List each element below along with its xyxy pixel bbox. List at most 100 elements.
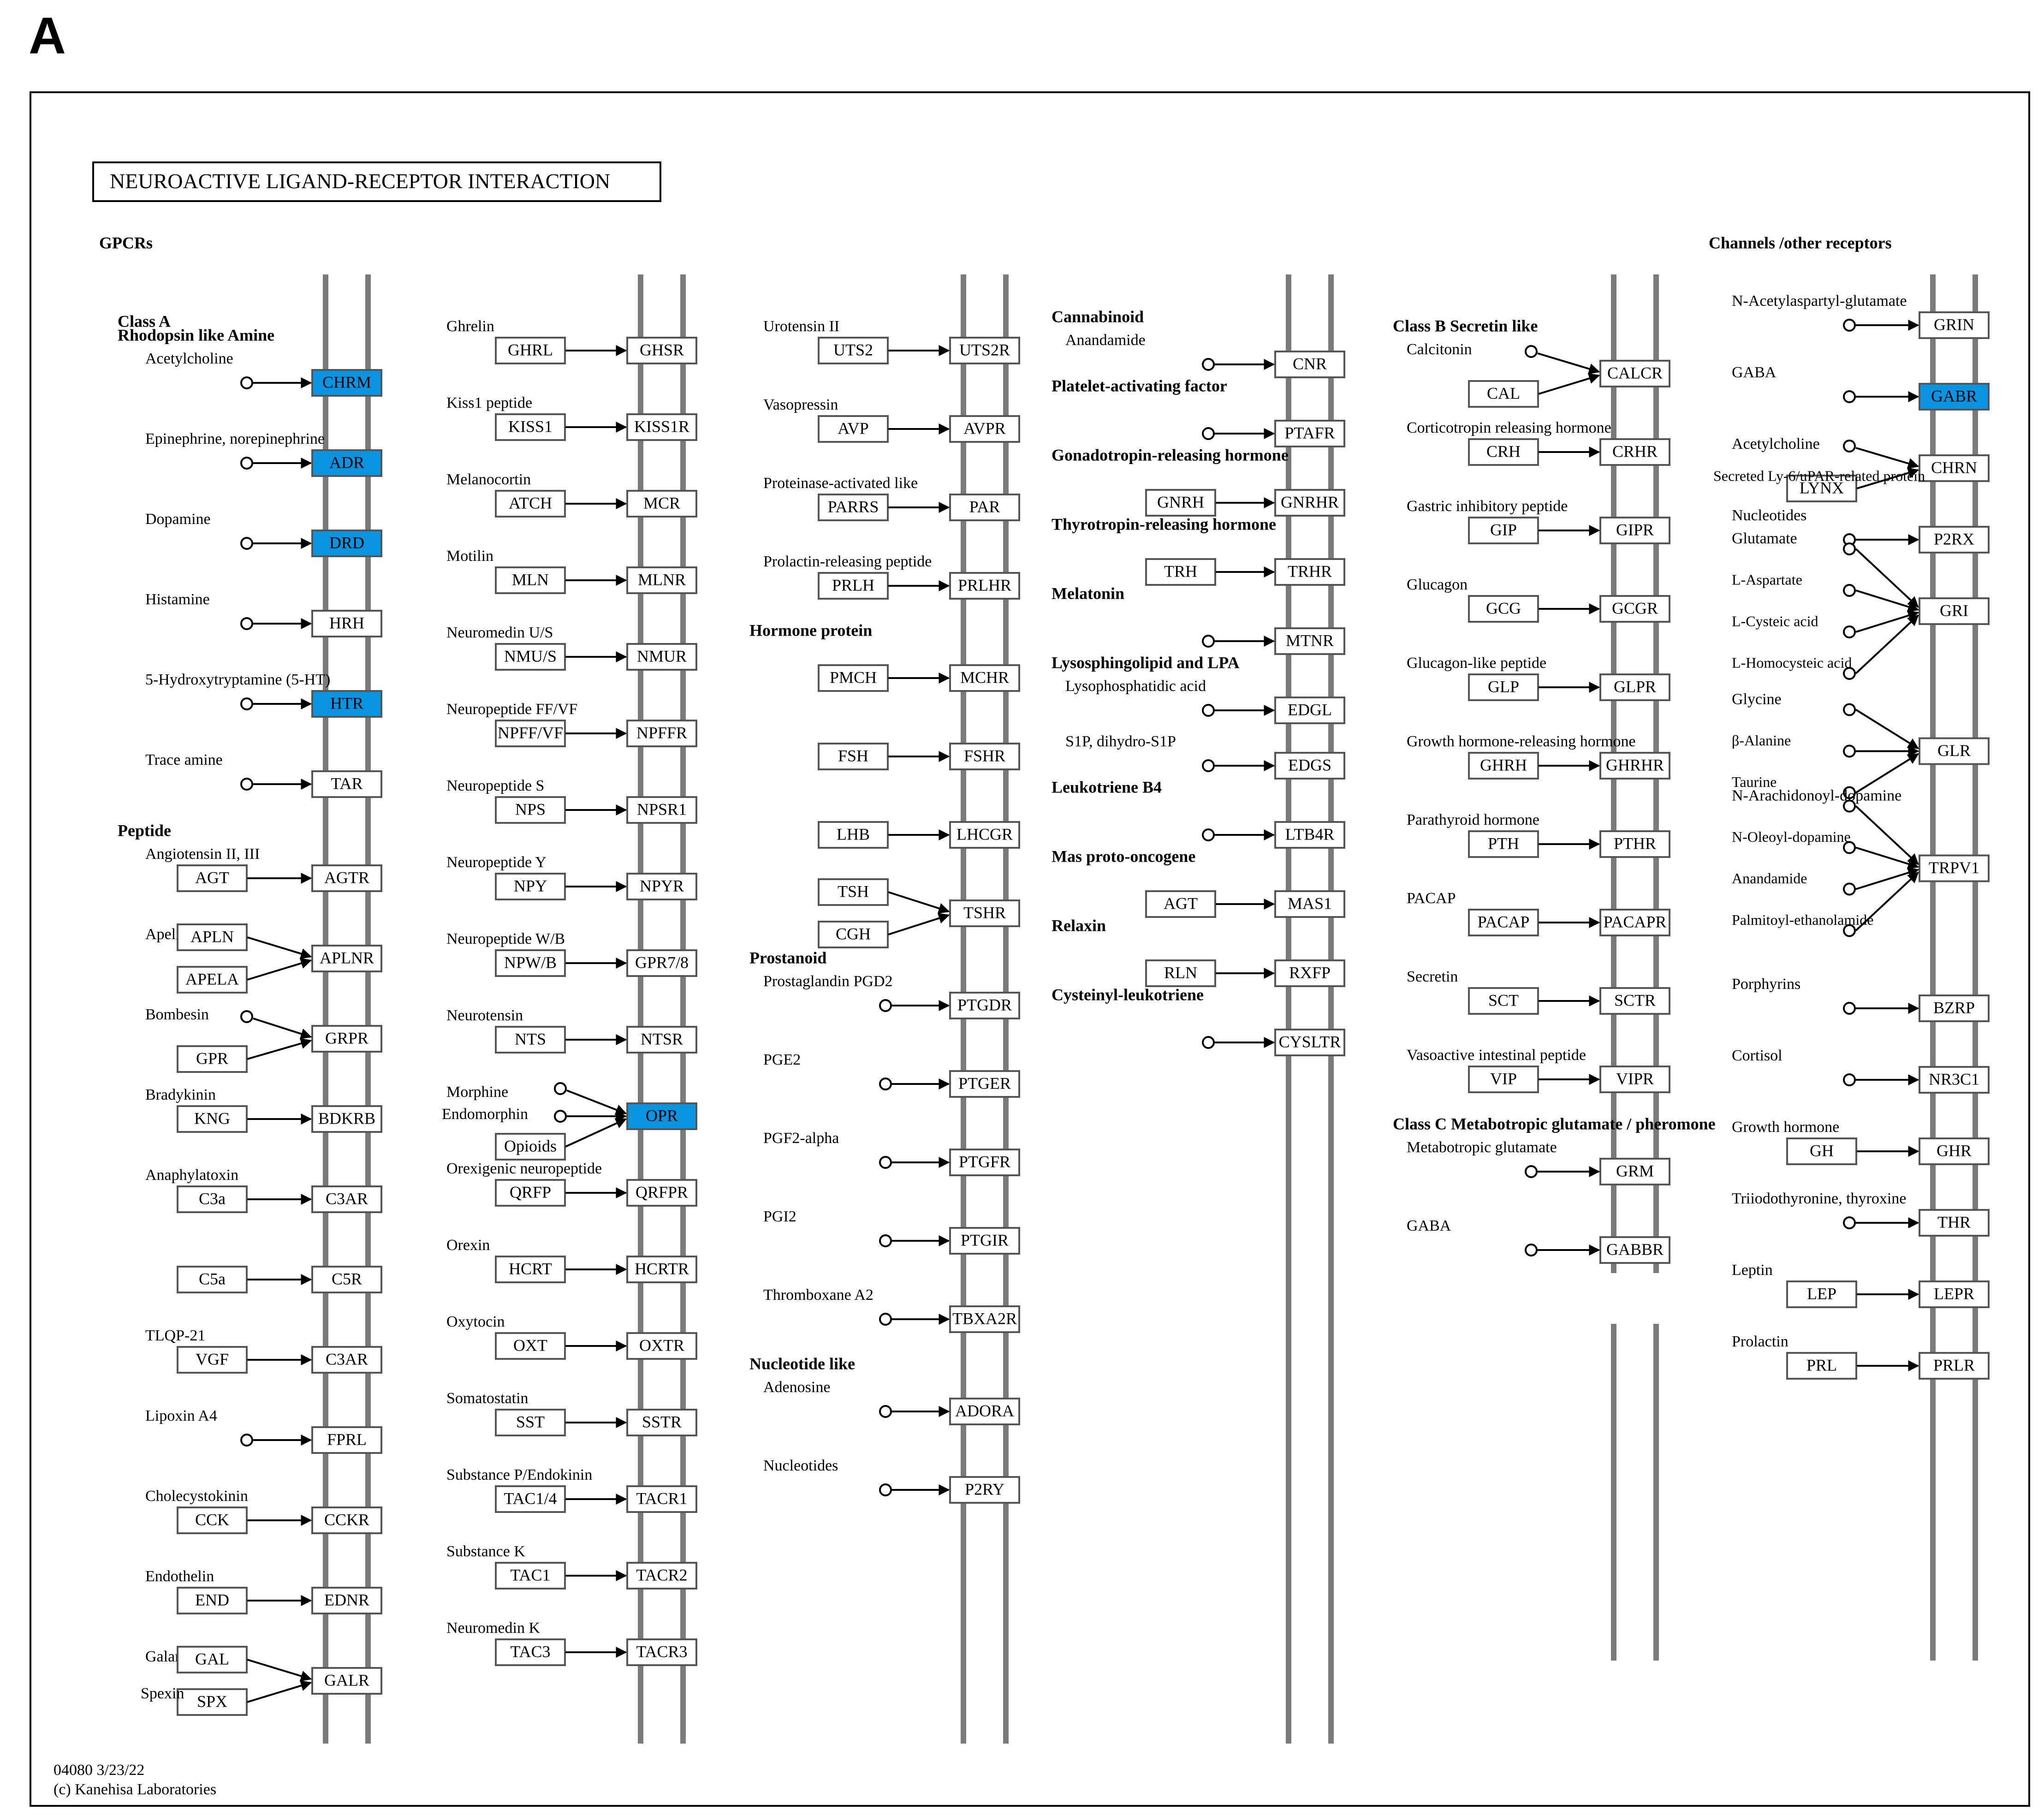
receptor-box[interactable]: MLNR [626,566,697,594]
compound-node[interactable] [1202,358,1215,371]
receptor-box[interactable]: GABR [1919,383,1990,411]
receptor-box[interactable]: BDKRB [311,1105,382,1133]
ligand-gene-box[interactable]: GIP [1468,517,1539,544]
receptor-box[interactable]: C3AR [311,1346,382,1374]
ligand-gene-box[interactable]: GHRL [495,337,566,364]
compound-node[interactable] [240,778,253,791]
receptor-box[interactable]: EDGL [1274,697,1345,724]
ligand-gene-box[interactable]: VIP [1468,1066,1539,1093]
ligand-gene-box[interactable]: GCG [1468,595,1539,623]
receptor-box[interactable]: GCGR [1599,595,1670,623]
receptor-box[interactable]: QRFPR [626,1179,697,1207]
receptor-box[interactable]: NPFFR [626,720,697,747]
receptor-box[interactable]: PAR [949,494,1020,521]
compound-node[interactable] [1843,841,1856,854]
receptor-box[interactable]: GPR7/8 [626,949,697,977]
compound-node[interactable] [1843,924,1856,937]
receptor-box[interactable]: VIPR [1599,1066,1670,1093]
receptor-box[interactable]: PTHR [1599,830,1670,858]
receptor-box[interactable]: P2RX [1919,526,1990,554]
compound-node[interactable] [1843,1216,1856,1229]
receptor-box[interactable]: KISS1R [626,413,697,441]
compound-node[interactable] [1525,1165,1538,1178]
receptor-box[interactable]: GRPR [311,1025,382,1053]
ligand-gene-box[interactable]: AVP [818,415,889,443]
ligand-gene-box[interactable]: LYNX [1786,475,1857,502]
receptor-box[interactable]: CRHR [1599,438,1670,466]
ligand-gene-box[interactable]: NPY [495,873,566,900]
compound-node[interactable] [1843,799,1856,813]
ligand-gene-box[interactable]: PTH [1468,830,1539,858]
ligand-gene-box[interactable]: Opioids [495,1133,566,1161]
compound-node[interactable] [554,1110,567,1123]
receptor-box[interactable]: TRHR [1274,558,1345,586]
ligand-gene-box[interactable]: PACAP [1468,909,1539,936]
receptor-box[interactable]: PACAPR [1599,909,1670,936]
ligand-gene-box[interactable]: PRLH [818,572,889,600]
receptor-box[interactable]: PRLHR [949,572,1020,600]
compound-node[interactable] [240,376,253,389]
compound-node[interactable] [240,537,253,550]
compound-node[interactable] [1843,390,1856,403]
compound-node[interactable] [240,1010,253,1023]
receptor-box[interactable]: EDNR [311,1587,382,1614]
receptor-box[interactable]: NMUR [626,643,697,671]
ligand-gene-box[interactable]: CRH [1468,438,1539,466]
receptor-box[interactable]: CALCR [1599,360,1670,387]
ligand-gene-box[interactable]: LEP [1786,1280,1857,1308]
ligand-gene-box[interactable]: NTS [495,1026,566,1054]
ligand-gene-box[interactable]: TRH [1145,558,1216,586]
compound-node[interactable] [1843,440,1856,453]
receptor-box[interactable]: MTNR [1274,627,1345,655]
receptor-box[interactable]: TACR3 [626,1638,697,1666]
ligand-gene-box[interactable]: SST [495,1409,566,1436]
ligand-gene-box[interactable]: CAL [1468,380,1539,408]
receptor-box[interactable]: THR [1919,1209,1990,1237]
ligand-gene-box[interactable]: NMU/S [495,643,566,671]
compound-node[interactable] [240,1434,253,1447]
compound-node[interactable] [1843,786,1856,799]
ligand-gene-box[interactable]: PMCH [818,664,889,692]
compound-node[interactable] [1202,704,1215,717]
compound-node[interactable] [879,1405,892,1418]
ligand-gene-box[interactable]: C5a [177,1266,248,1293]
receptor-box[interactable]: FPRL [311,1426,382,1454]
compound-node[interactable] [1843,625,1856,638]
receptor-box[interactable]: TRPV1 [1919,854,1990,882]
receptor-box[interactable]: APLNR [311,945,382,972]
ligand-gene-box[interactable]: KISS1 [495,413,566,441]
receptor-box[interactable]: LEPR [1919,1280,1990,1308]
receptor-box[interactable]: CHRM [311,369,382,397]
receptor-box[interactable]: FSHR [949,743,1020,770]
ligand-gene-box[interactable]: GHRH [1468,752,1539,780]
receptor-box[interactable]: MCHR [949,664,1020,692]
receptor-box[interactable]: CYSLTR [1274,1029,1345,1056]
receptor-box[interactable]: BZRP [1919,994,1990,1022]
ligand-gene-box[interactable]: FSH [818,743,889,770]
receptor-box[interactable]: GALR [311,1667,382,1695]
ligand-gene-box[interactable]: AGT [177,864,248,892]
receptor-box[interactable]: TACR1 [626,1485,697,1513]
compound-node[interactable] [879,1078,892,1090]
ligand-gene-box[interactable]: GNRH [1145,489,1216,517]
receptor-box[interactable]: MAS1 [1274,890,1345,918]
ligand-gene-box[interactable]: SPX [177,1688,248,1716]
ligand-gene-box[interactable]: GAL [177,1646,248,1673]
ligand-gene-box[interactable]: END [177,1587,248,1614]
receptor-box[interactable]: GLR [1919,737,1990,765]
ligand-gene-box[interactable]: VGF [177,1346,248,1374]
compound-node[interactable] [1843,1002,1856,1015]
ligand-gene-box[interactable]: C3a [177,1185,248,1213]
ligand-gene-box[interactable]: NPW/B [495,949,566,977]
receptor-box[interactable]: TBXA2R [949,1305,1020,1333]
ligand-gene-box[interactable]: CGH [818,921,889,948]
ligand-gene-box[interactable]: APLN [177,923,248,951]
compound-node[interactable] [1843,744,1856,758]
receptor-box[interactable]: AVPR [949,415,1020,443]
receptor-box[interactable]: TACR2 [626,1562,697,1590]
receptor-box[interactable]: NPYR [626,873,697,900]
ligand-gene-box[interactable]: TAC3 [495,1638,566,1666]
receptor-box[interactable]: PRLR [1919,1352,1990,1380]
receptor-box[interactable]: PTGFR [949,1149,1020,1176]
receptor-box[interactable]: PTGER [949,1070,1020,1098]
